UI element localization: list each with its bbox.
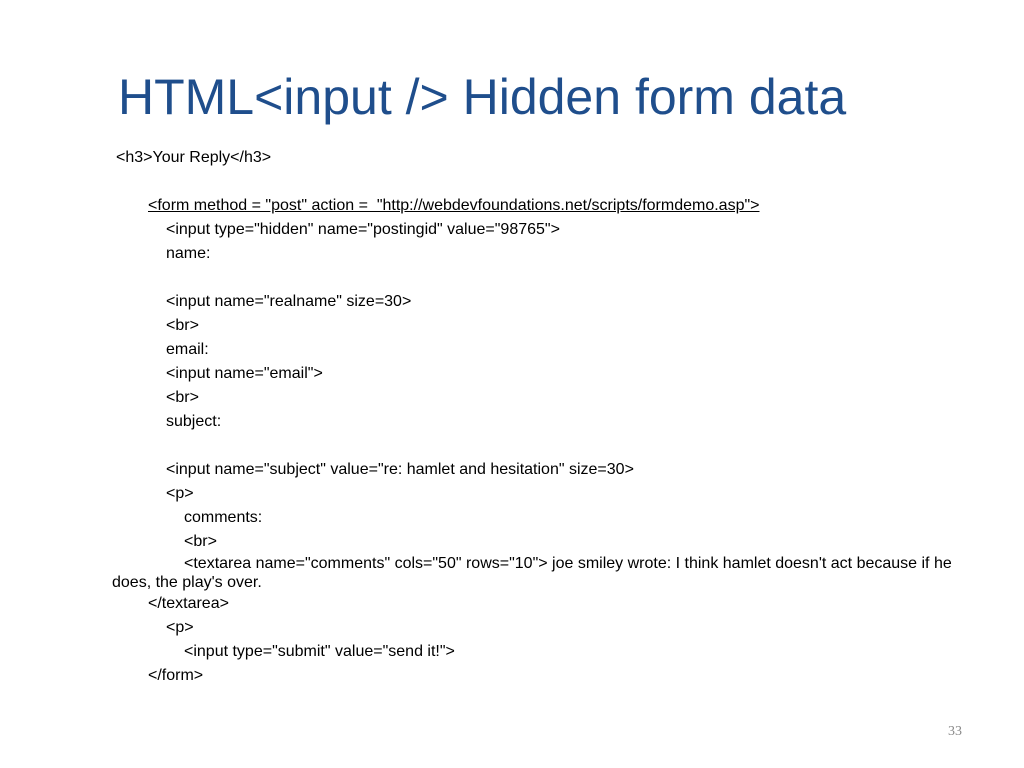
code-line: <input name="subject" value="re: hamlet … bbox=[166, 461, 634, 478]
code-line: <br> bbox=[184, 533, 217, 550]
code-line: <p> bbox=[166, 485, 194, 502]
code-blank-line bbox=[112, 266, 972, 290]
code-line: </form> bbox=[148, 667, 204, 684]
code-listing: <h3>Your Reply</h3> <form method = "post… bbox=[112, 146, 972, 688]
page-number: 33 bbox=[948, 724, 962, 739]
code-line: <br> bbox=[166, 389, 199, 406]
code-line: </textarea> bbox=[148, 595, 229, 612]
code-line: name: bbox=[166, 245, 211, 262]
code-line: comments: bbox=[184, 509, 263, 526]
code-line-form-open: <form method = "post" action = "http://w… bbox=[148, 197, 760, 214]
code-line: <input name="email"> bbox=[166, 365, 323, 382]
slide-title: HTML<input /> Hidden form data bbox=[118, 69, 847, 125]
code-line: <input type="hidden" name="postingid" va… bbox=[166, 221, 560, 238]
code-line: <p> bbox=[166, 619, 194, 636]
code-blank-line bbox=[112, 170, 972, 194]
code-line: <h3>Your Reply</h3> bbox=[116, 149, 272, 166]
code-line: <input type="submit" value="send it!"> bbox=[184, 643, 455, 660]
code-blank-line bbox=[112, 434, 972, 458]
code-line: subject: bbox=[166, 413, 222, 430]
code-line: email: bbox=[166, 341, 209, 358]
code-line: <input name="realname" size=30> bbox=[166, 293, 412, 310]
code-line: <br> bbox=[166, 317, 199, 334]
code-line-textarea: <textarea name="comments" cols="50" rows… bbox=[112, 555, 952, 591]
